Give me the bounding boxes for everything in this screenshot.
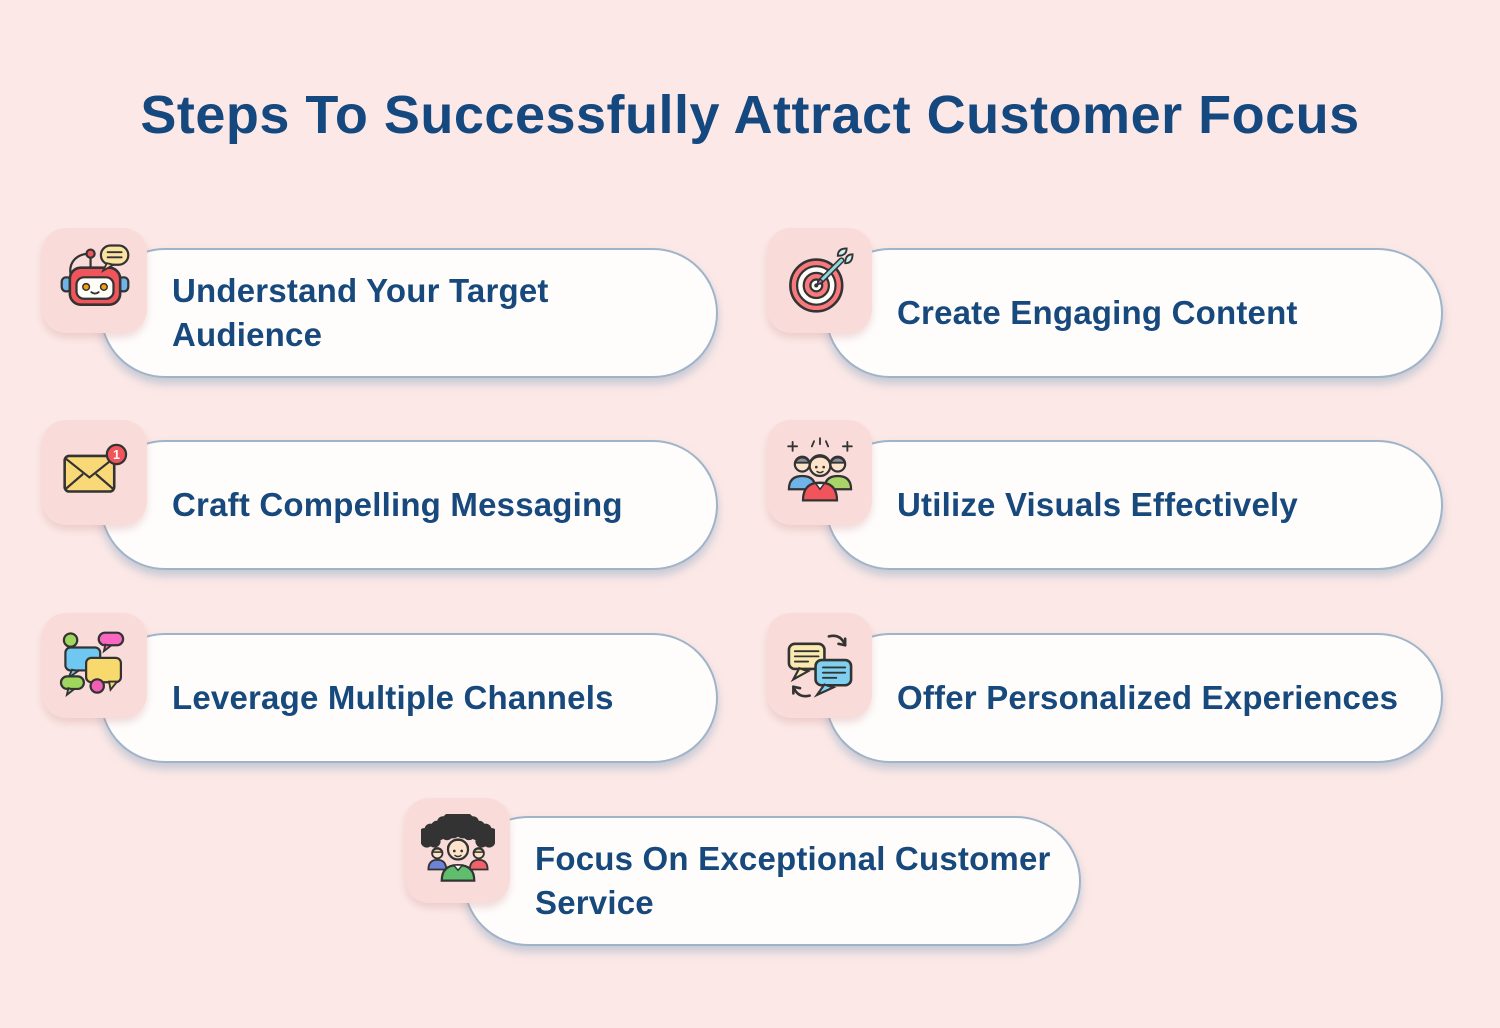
step-label: Utilize Visuals Effectively [897, 486, 1298, 524]
step-pill: Utilize Visuals Effectively [825, 440, 1443, 570]
message-exchange-icon [787, 634, 852, 698]
step-icon-tile [767, 420, 872, 525]
step-icon-tile: 1 [42, 420, 147, 525]
step-label: Understand Your Target Audience [172, 272, 549, 353]
chat-bubbles-icon [59, 631, 124, 697]
step-icon-tile [767, 613, 872, 718]
dartboard-target-icon [788, 247, 853, 313]
envelope-notification-icon: 1 [62, 443, 127, 493]
step-icon-tile [405, 798, 510, 903]
step-pill: Craft Compelling Messaging [100, 440, 718, 570]
people-group-icon [786, 436, 853, 501]
step-pill: Understand Your Target Audience [100, 248, 718, 378]
robot-chatbot-icon [60, 243, 129, 306]
customer-rating-icon [420, 813, 495, 882]
step-pill: Leverage Multiple Channels [100, 633, 718, 763]
step-pill: Create Engaging Content [825, 248, 1443, 378]
step-label: Offer Personalized Experiences [897, 679, 1399, 717]
step-icon-tile [767, 228, 872, 333]
step-label: Craft Compelling Messaging [172, 486, 623, 524]
step-label: Leverage Multiple Channels [172, 679, 614, 717]
step-pill: Offer Personalized Experiences [825, 633, 1443, 763]
step-label: Focus On Exceptional Customer Service [535, 840, 1051, 921]
step-icon-tile [42, 228, 147, 333]
step-label: Create Engaging Content [897, 294, 1298, 332]
step-icon-tile [42, 613, 147, 718]
page-title: Steps To Successfully Attract Customer F… [140, 85, 1360, 145]
notification-badge-count: 1 [112, 447, 119, 461]
step-pill: Focus On Exceptional Customer Service [463, 816, 1081, 946]
